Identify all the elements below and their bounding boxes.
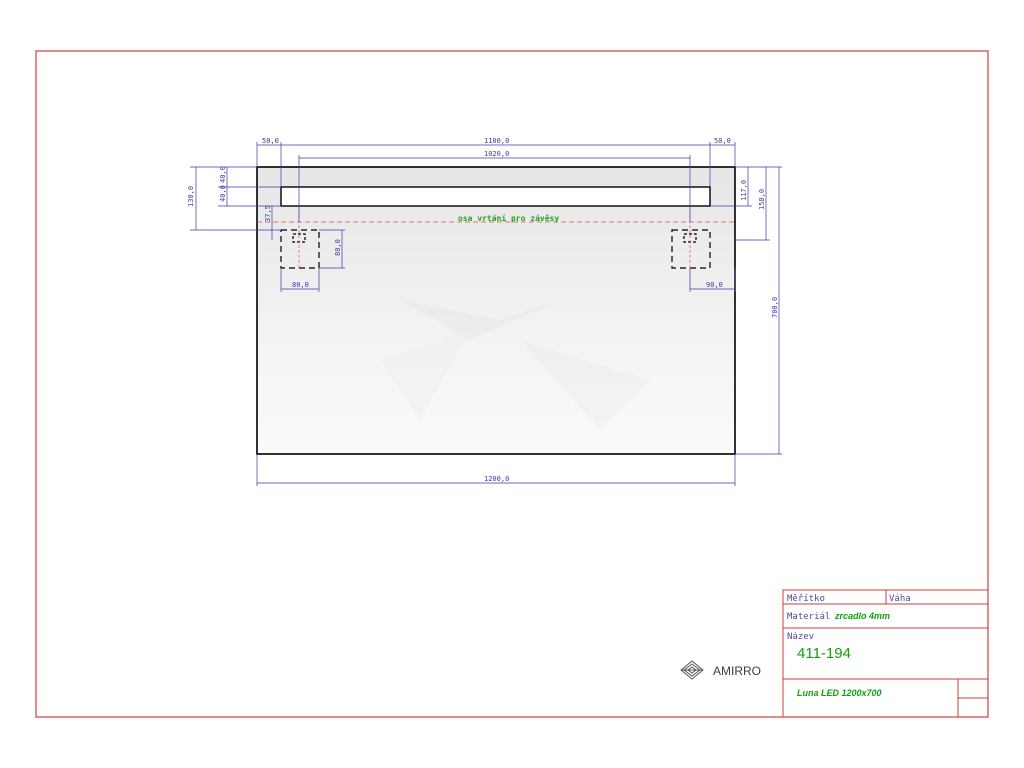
dim-led-width: 1020,0 — [484, 150, 509, 158]
title-block-material-label: Materiál — [787, 612, 830, 622]
dimension-lines — [190, 142, 782, 486]
drawing-frame — [35, 50, 989, 718]
dim-total-height: 700,0 — [771, 297, 779, 318]
title-block — [782, 589, 989, 718]
dim-top-40a: 40,0 — [219, 166, 227, 183]
title-block-weight-label: Váha — [889, 594, 911, 604]
dim-hook-height: 80,0 — [334, 239, 342, 256]
hanging-axis-label: osa vrtání pro závěsy — [458, 213, 559, 223]
dim-left-130: 130,0 — [187, 186, 195, 207]
title-block-product-name: Luna LED 1200x700 — [797, 688, 882, 698]
dim-top-40b: 40,0 — [219, 185, 227, 202]
dim-hook-37: 37,5 — [264, 205, 272, 222]
led-strip — [280, 186, 711, 207]
dim-total-width: 1200,0 — [484, 475, 509, 483]
amirro-diamond-logo-icon — [680, 660, 704, 680]
mirror-body — [256, 166, 736, 455]
dim-hook-right-width: 90,0 — [706, 281, 723, 289]
dim-hook-left-width: 80,0 — [292, 281, 309, 289]
title-block-scale-label: Měřítko — [787, 594, 825, 604]
dim-right-margin: 50,0 — [714, 137, 731, 145]
title-block-material-value: zrcadlo 4mm — [834, 611, 890, 621]
title-block-code: 411-194 — [797, 645, 851, 662]
logo-name: AMIRRO — [713, 664, 761, 678]
title-block-name-label: Název — [787, 632, 814, 642]
dim-right-117: 117,0 — [740, 180, 748, 201]
mirror-reflection — [380, 300, 650, 430]
dim-left-margin: 50,0 — [262, 137, 279, 145]
dim-right-158: 158,0 — [758, 189, 766, 210]
dim-inner-width: 1100,0 — [484, 137, 509, 145]
